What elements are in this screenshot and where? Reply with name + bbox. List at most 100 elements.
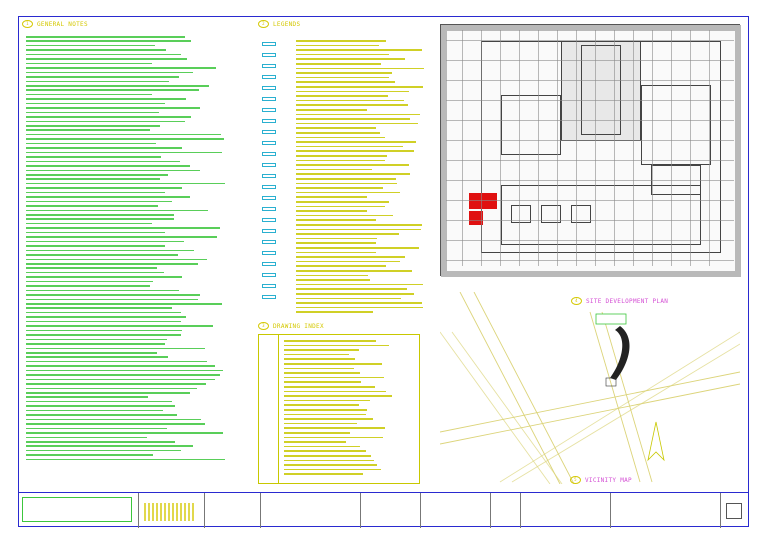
illegible-text-line xyxy=(26,436,147,439)
illegible-text-line xyxy=(296,136,386,139)
legend-symbol-icon xyxy=(262,284,276,288)
illegible-text-line xyxy=(26,334,182,336)
illegible-text-line xyxy=(26,205,159,207)
illegible-text-line xyxy=(284,432,350,434)
illegible-text-line xyxy=(26,62,153,65)
drawing-sheet xyxy=(18,16,749,527)
illegible-text-line xyxy=(296,274,368,277)
illegible-text-line xyxy=(296,76,389,79)
illegible-text-line xyxy=(296,297,402,300)
illegible-text-line xyxy=(26,173,169,176)
legend-symbol-icon xyxy=(262,86,276,90)
site-development-plan xyxy=(440,24,741,277)
illegible-text-line xyxy=(284,376,385,379)
illegible-text-line xyxy=(26,320,182,323)
illegible-text-line xyxy=(26,396,148,399)
illegible-text-line xyxy=(26,53,182,56)
highlight-area xyxy=(469,211,483,225)
illegible-text-line xyxy=(296,145,404,148)
illegible-text-line xyxy=(26,351,157,354)
firm-logo-box xyxy=(22,497,132,522)
illegible-text-line xyxy=(26,445,193,447)
legend-symbol-icon xyxy=(262,53,276,57)
illegible-text-line xyxy=(26,98,186,100)
legend-symbol-icon xyxy=(262,196,276,200)
illegible-text-line xyxy=(26,307,172,310)
illegible-text-line xyxy=(284,344,390,347)
illegible-text-line xyxy=(26,262,199,265)
illegible-text-line xyxy=(296,256,406,258)
section-bubble-icon: 2 xyxy=(258,20,269,28)
illegible-text-line xyxy=(26,116,191,118)
illegible-text-line xyxy=(26,369,224,372)
vicinity-map-title: VICINITY MAP xyxy=(585,476,632,484)
illegible-text-line xyxy=(26,209,208,212)
illegible-text-line xyxy=(26,276,183,278)
legend-symbol-icon xyxy=(262,174,276,178)
illegible-text-line xyxy=(296,219,377,221)
illegible-text-line xyxy=(26,138,224,140)
legend-symbol-icon xyxy=(262,273,276,277)
illegible-text-line xyxy=(26,267,157,269)
illegible-text-line xyxy=(26,80,169,83)
illegible-text-line xyxy=(26,449,182,452)
illegible-text-line xyxy=(296,311,373,313)
illegible-text-line xyxy=(26,102,165,105)
illegible-text-line xyxy=(26,169,200,172)
illegible-text-line xyxy=(26,165,191,167)
illegible-text-line xyxy=(26,245,165,247)
illegible-text-line xyxy=(26,347,206,350)
illegible-text-line xyxy=(284,390,387,393)
illegible-text-line xyxy=(284,413,367,416)
illegible-text-line xyxy=(284,349,359,351)
illegible-text-line xyxy=(296,242,377,244)
illegible-text-line xyxy=(26,356,168,358)
section-bubble-icon: 3 xyxy=(258,322,269,330)
illegible-text-line xyxy=(26,423,205,425)
illegible-text-line xyxy=(296,141,417,143)
illegible-text-line xyxy=(26,36,186,38)
illegible-text-line xyxy=(284,404,359,406)
illegible-text-line xyxy=(26,440,175,443)
illegible-text-line xyxy=(296,224,423,226)
illegible-text-line xyxy=(26,58,187,60)
illegible-text-line xyxy=(284,441,346,443)
illegible-text-line xyxy=(284,381,361,383)
illegible-text-line xyxy=(26,120,185,123)
illegible-text-line xyxy=(296,99,405,102)
illegible-text-line xyxy=(26,365,215,367)
illegible-text-line xyxy=(26,182,225,185)
general-notes-header: 1 GENERAL NOTES xyxy=(22,20,88,28)
illegible-text-line xyxy=(296,302,423,304)
illegible-text-line xyxy=(26,325,214,327)
section-bubble-icon: 5 xyxy=(570,476,581,484)
illegible-text-line xyxy=(26,236,217,238)
illegible-text-line xyxy=(284,395,392,397)
illegible-text-line xyxy=(296,86,423,88)
illegible-text-line xyxy=(296,279,371,281)
illegible-text-line xyxy=(296,210,368,212)
illegible-text-line xyxy=(296,132,381,134)
illegible-text-line xyxy=(296,44,380,47)
illegible-text-line xyxy=(26,289,179,292)
illegible-text-line xyxy=(26,338,168,341)
illegible-text-line xyxy=(26,142,156,145)
illegible-text-line xyxy=(26,111,159,114)
illegible-text-line xyxy=(296,251,377,254)
illegible-text-line xyxy=(26,125,161,127)
legend-symbol-icon xyxy=(262,108,276,112)
illegible-text-line xyxy=(284,367,354,370)
illegible-text-line xyxy=(26,360,208,363)
illegible-text-line xyxy=(296,150,415,152)
vicinity-map-header: 5 VICINITY MAP xyxy=(570,476,632,484)
illegible-text-line xyxy=(296,201,389,203)
illegible-text-line xyxy=(26,227,221,229)
site-plan-title: SITE DEVELOPMENT PLAN xyxy=(586,297,669,305)
illegible-text-line xyxy=(26,311,182,314)
illegible-text-line xyxy=(26,84,209,87)
illegible-text-line xyxy=(26,285,150,287)
illegible-text-line xyxy=(284,358,356,360)
illegible-text-line xyxy=(296,40,386,42)
legend-symbol-icon xyxy=(262,152,276,156)
illegible-text-line xyxy=(26,400,172,403)
